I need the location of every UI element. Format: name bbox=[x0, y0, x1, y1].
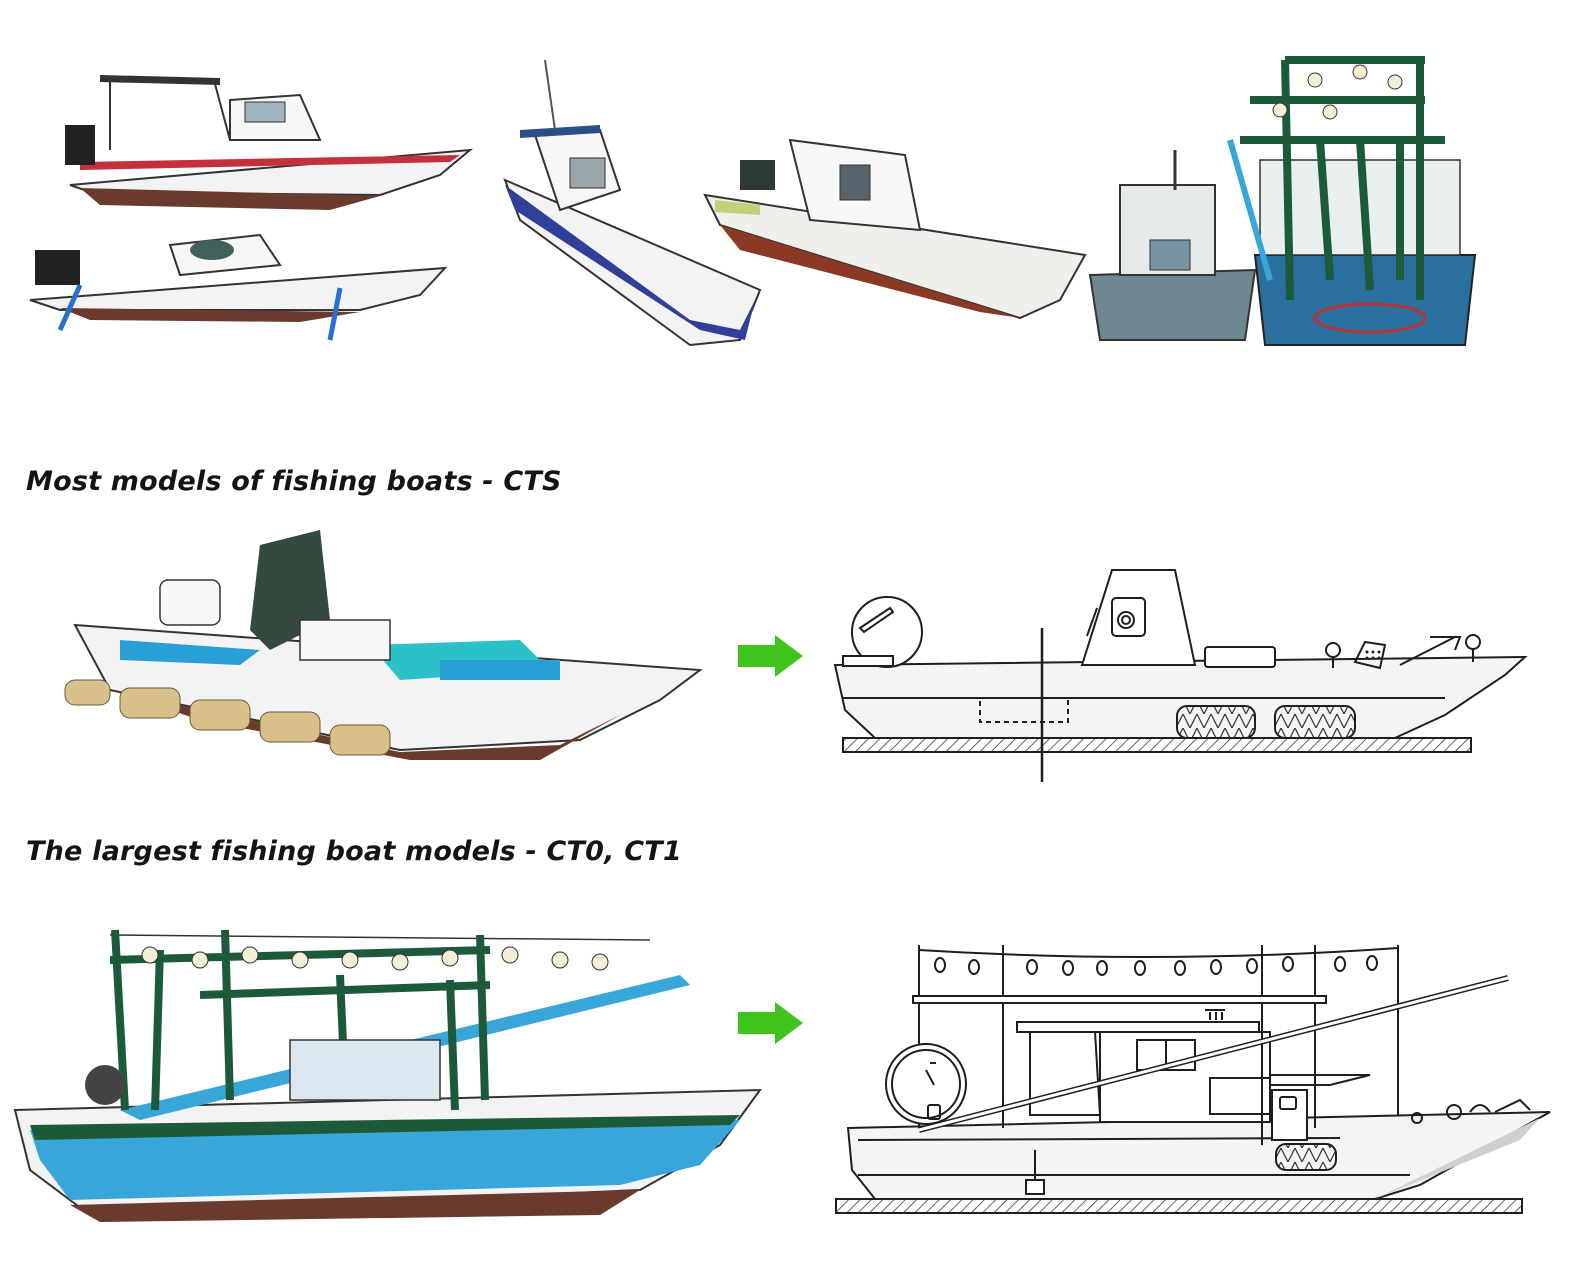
right-arrow-icon bbox=[738, 1002, 803, 1044]
sketch-skiff-blue bbox=[503, 59, 762, 347]
right-arrow-icon bbox=[738, 635, 803, 677]
diagram-cts-boat bbox=[833, 569, 1528, 782]
sketch-trawler-teal bbox=[1227, 56, 1477, 346]
caption-ct0-ct1: The largest fishing boat models - CT0, C… bbox=[26, 836, 682, 867]
sketch-skiff-brown bbox=[703, 138, 1087, 320]
sketch-trawler-grey bbox=[1088, 150, 1257, 341]
sketch-cts-boat bbox=[64, 530, 703, 760]
sketch-speedboat-red bbox=[65, 75, 474, 210]
sketch-ct0-boat bbox=[13, 929, 763, 1222]
sketch-speedboat-grey bbox=[29, 233, 448, 341]
caption-cts: Most models of fishing boats - CTS bbox=[26, 466, 562, 497]
diagram-ct0-boat bbox=[835, 945, 1551, 1214]
